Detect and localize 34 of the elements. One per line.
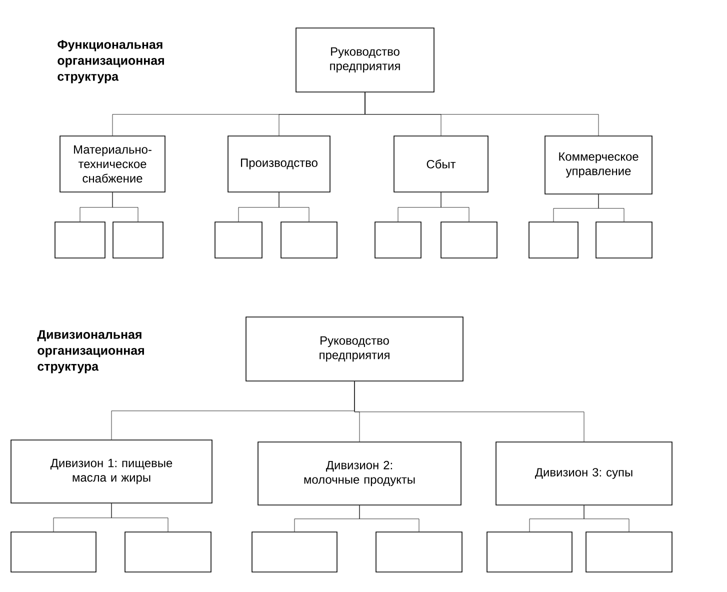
empty-box	[440, 222, 498, 258]
connector	[354, 381, 584, 442]
empty-box	[10, 532, 96, 572]
org-box: Дивизион 1: пищевые масла и жиры	[10, 440, 212, 504]
empty-box	[280, 222, 338, 258]
org-box: Производство	[228, 136, 330, 192]
connector	[112, 192, 138, 222]
empty-box	[214, 222, 262, 258]
connector	[440, 192, 470, 222]
org-box: Руководство предприятия	[296, 28, 434, 92]
empty-box	[596, 222, 652, 258]
connector	[359, 505, 420, 532]
section-heading: Дивизиональная организационная структура	[37, 330, 144, 374]
empty-box	[528, 222, 578, 258]
org-box: Дивизион 2: молочные продукты	[258, 442, 462, 506]
org-box: Материально-техническое снабжение	[60, 136, 166, 192]
empty-box	[124, 532, 212, 572]
connector	[364, 92, 599, 136]
empty-box	[374, 222, 422, 258]
empty-box	[252, 532, 338, 572]
org-box: Дивизион 3: супы	[496, 442, 672, 506]
empty-box	[486, 532, 572, 572]
connector	[111, 503, 168, 532]
org-box: Руководство предприятия	[246, 316, 464, 382]
connector	[278, 192, 310, 222]
empty-box	[586, 532, 672, 572]
empty-box	[376, 532, 462, 572]
empty-box	[112, 222, 164, 258]
empty-box	[54, 222, 106, 258]
connector	[598, 194, 624, 222]
org-box: Коммерческое управление	[544, 136, 652, 194]
section-heading: Функциональная организационная структура	[58, 40, 164, 84]
connector	[584, 505, 630, 532]
org-box: Сбыт	[394, 136, 488, 192]
